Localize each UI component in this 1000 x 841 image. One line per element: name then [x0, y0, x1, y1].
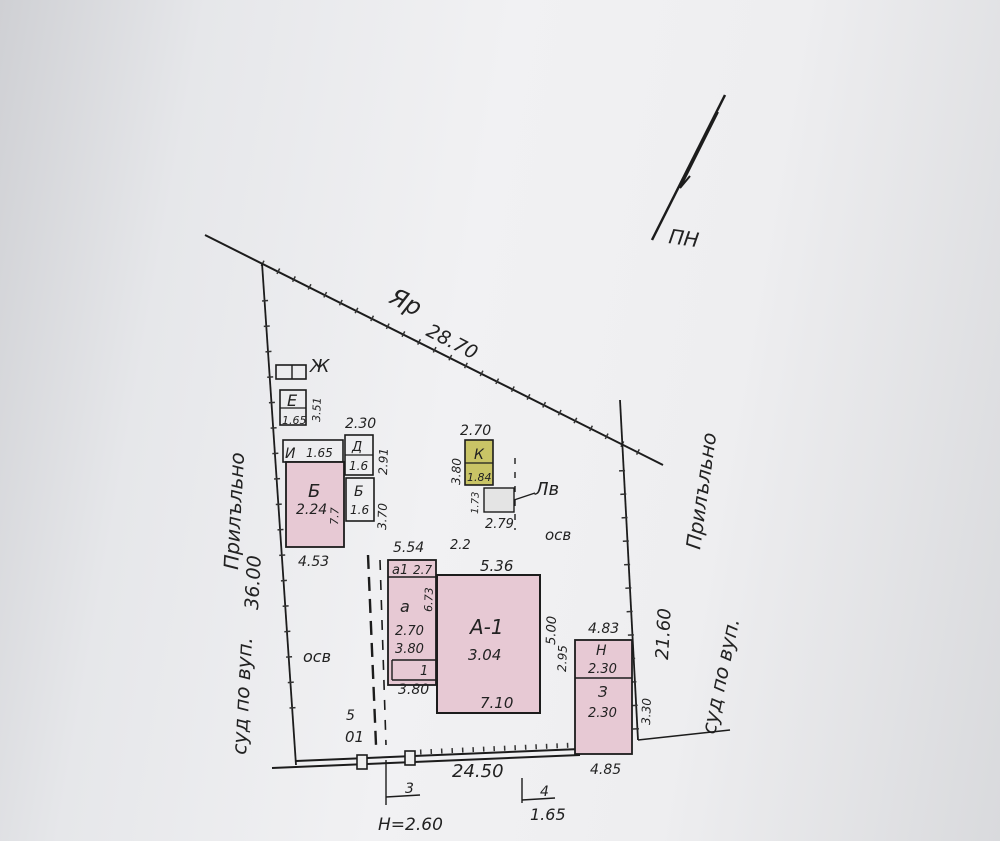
building-b-small-letter: Б	[354, 484, 364, 500]
building-a-letter: а	[400, 597, 410, 616]
building-d-top: 2.30	[345, 416, 376, 432]
dim-4-label: 4	[540, 784, 549, 800]
building-a	[387, 559, 437, 686]
building-b-letter: Б	[308, 481, 320, 502]
main-house-height2: 2.95	[555, 645, 570, 672]
building-z-width: 2.30	[588, 706, 617, 721]
yard-structure-height: 1.73	[470, 491, 482, 514]
street-label: Яр	[384, 282, 426, 322]
building-b	[285, 461, 345, 548]
building-z-letter: З	[598, 683, 608, 701]
building-a-small-letter: 1	[420, 664, 428, 679]
building-n-top: 4.83	[588, 621, 619, 637]
building-d	[344, 434, 374, 476]
building-a-top-mid: 2.2	[450, 538, 471, 553]
shed-k	[464, 439, 494, 486]
building-n-letter: Н	[596, 643, 607, 659]
main-house-height: 5.00	[544, 616, 560, 645]
marker-lv-label: Лв	[534, 479, 559, 500]
top-boundary	[204, 234, 664, 466]
north-label: ПН	[667, 224, 700, 252]
left-length-label: 36.00	[241, 555, 266, 610]
right-neighbor-label: суд по вуп.	[696, 616, 744, 736]
right-side-label: Прилъльнo	[681, 431, 721, 551]
inner-fence-dashes	[366, 458, 516, 746]
shed-k-top: 2.70	[460, 423, 491, 439]
right-extension-arrow	[637, 729, 731, 741]
building-a1-width: 2.7	[413, 563, 432, 577]
bottom-dimension-marks	[385, 760, 556, 805]
shed-k-letter: К	[474, 447, 485, 463]
right-boundary	[619, 399, 639, 741]
north-arrow-icon	[650, 94, 727, 241]
bottom-length-label: 24.50	[452, 761, 504, 782]
shed-k-width: 1.84	[467, 471, 492, 484]
marker-zh-label: Ж	[309, 356, 330, 377]
building-e-width: 1.65	[282, 414, 307, 427]
marker-zh	[275, 364, 307, 380]
gate-mark-label: 01	[345, 728, 364, 746]
dim-5-label: 5	[346, 708, 355, 724]
yard-structure	[483, 487, 536, 513]
main-house-bottom: 7.10	[480, 694, 513, 712]
bottom-offset-label: 1.65	[530, 805, 566, 824]
left-boundary	[261, 262, 297, 766]
building-n-width: 2.30	[588, 662, 617, 677]
building-a-top-left: 5.54	[393, 540, 424, 556]
building-i-letter: И	[285, 446, 296, 462]
main-house-a1	[436, 574, 541, 714]
building-a-height: 6.73	[422, 587, 436, 612]
building-a1-letter: а1	[392, 563, 408, 578]
gate-height-label: Н=2.60	[378, 815, 443, 835]
building-i-width: 1.65	[306, 446, 333, 460]
shed-k-height: 3.80	[449, 458, 464, 486]
main-house-top: 5.36	[480, 557, 513, 575]
building-a-depth: 3.80	[395, 642, 424, 657]
building-n-z	[574, 639, 633, 755]
left-neighbor-label: суд по вуп.	[227, 636, 257, 755]
left-side-label: Прилъльнo	[219, 452, 249, 571]
building-a-small-width: 3.80	[398, 682, 429, 698]
top-length-label: 28.70	[423, 320, 481, 364]
building-b-width: 4.53	[298, 554, 329, 570]
right-length-label: 21.60	[652, 608, 676, 661]
yard-left-label: осв	[303, 647, 331, 666]
bottom-boundary	[271, 742, 581, 770]
building-e	[279, 389, 307, 426]
building-b-small-height: 3.70	[375, 503, 390, 531]
building-z-height: 3.30	[639, 698, 654, 726]
building-b-area: 2.24	[296, 502, 327, 518]
main-house-letter: А-1	[468, 615, 504, 639]
yard-right-label: осв	[545, 526, 571, 544]
building-b-small	[345, 477, 375, 522]
building-e-letter: Е	[287, 391, 298, 410]
main-house-area: 3.04	[468, 646, 501, 664]
building-a-width: 2.70	[395, 624, 424, 639]
building-d-width: 1.6	[349, 459, 368, 473]
building-d-height: 2.91	[376, 448, 391, 475]
building-d-letter: Д	[351, 440, 362, 455]
building-z-bottom: 4.85	[590, 762, 621, 778]
building-b-small-width: 1.6	[350, 503, 369, 517]
building-b-height: 7.7	[328, 507, 342, 525]
building-e-height: 3.51	[310, 397, 324, 422]
dim-3-label: 3	[405, 781, 414, 797]
yard-structure-width: 2.79	[485, 517, 514, 532]
